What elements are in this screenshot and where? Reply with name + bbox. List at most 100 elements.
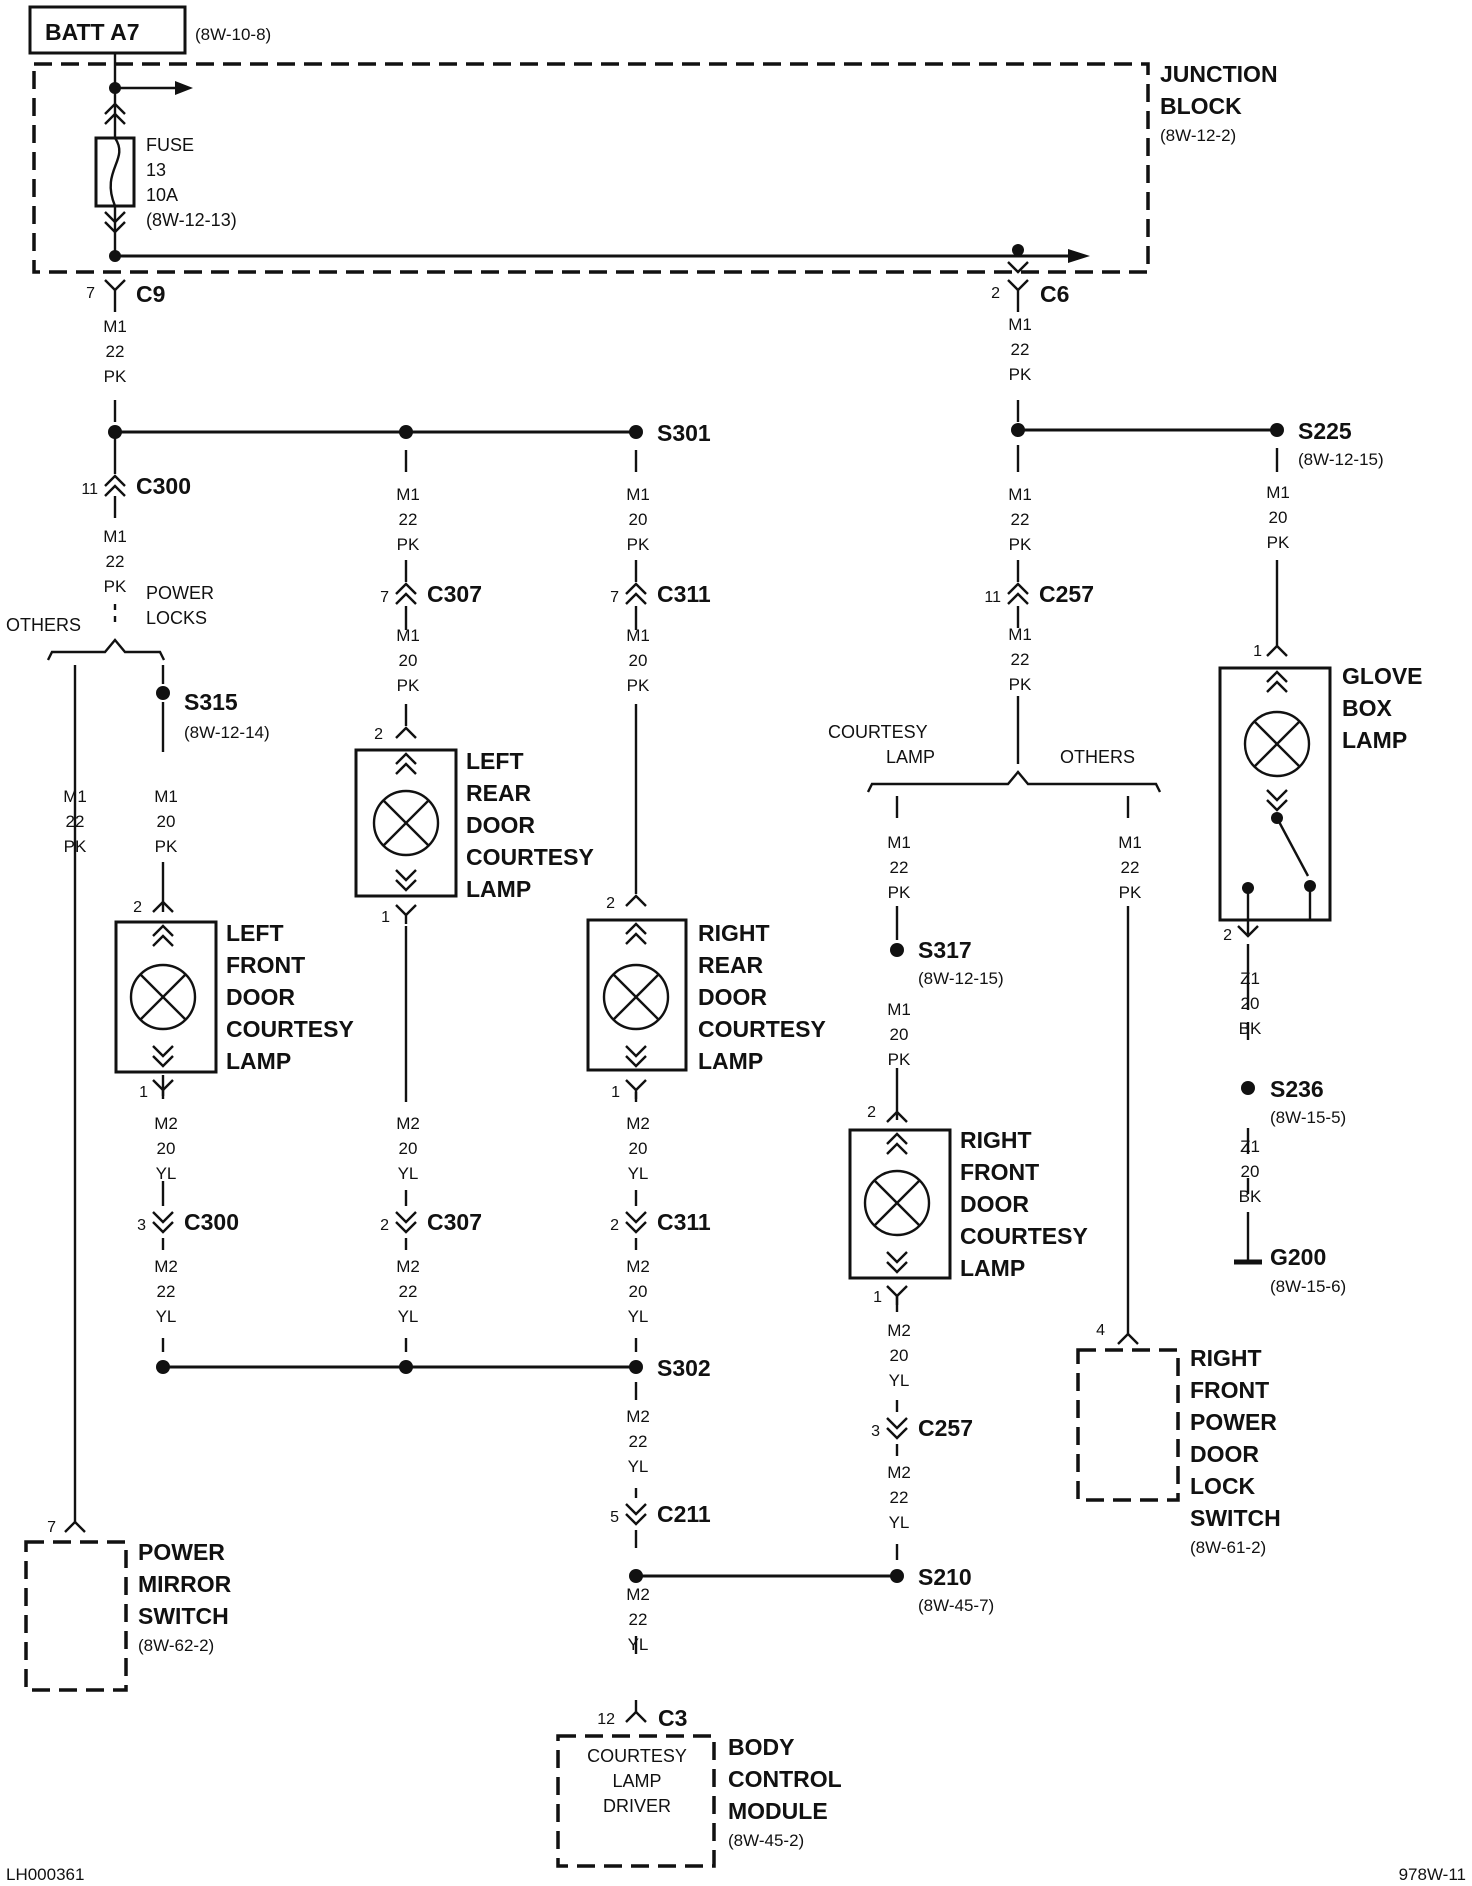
- wire-circuit: M1: [887, 1000, 911, 1019]
- c300-top-label: C300: [136, 473, 191, 499]
- s317-ref: (8W-12-15): [918, 969, 1004, 988]
- wire-circuit: M1: [1118, 833, 1142, 852]
- wire-gauge: 20: [1241, 994, 1260, 1013]
- wire-color: PK: [397, 535, 420, 554]
- wire-gauge: 22: [1121, 858, 1140, 877]
- wire-color: PK: [155, 837, 178, 856]
- lamp-label: COURTESY: [226, 1016, 354, 1042]
- left-rear-door-courtesy-lamp: 2 1 LEFT REAR DOOR COURTESY LAMP: [354, 726, 594, 926]
- component-label: MIRROR: [138, 1571, 232, 1597]
- fuse-number: 13: [146, 160, 166, 180]
- wire-color: PK: [1009, 675, 1032, 694]
- wire-gauge: 22: [66, 812, 85, 831]
- s317-label: S317: [918, 937, 972, 963]
- pin-number: 1: [381, 909, 390, 926]
- lamp-label: REAR: [698, 952, 764, 978]
- wire-gauge: 22: [1011, 650, 1030, 669]
- pin-number: 2: [133, 899, 142, 916]
- wire-gauge: 22: [399, 510, 418, 529]
- wire-color: YL: [628, 1164, 649, 1183]
- wire-circuit: M1: [1266, 483, 1290, 502]
- wire-color: YL: [628, 1457, 649, 1476]
- wire-circuit: Z1: [1240, 969, 1260, 988]
- c257-top-label: C257: [1039, 581, 1094, 607]
- component-label: POWER: [138, 1539, 225, 1565]
- wire-color: PK: [1009, 365, 1032, 384]
- s301-label: S301: [657, 420, 711, 446]
- c257-top-pin: 11: [984, 589, 1001, 606]
- wire-circuit: M1: [1008, 625, 1032, 644]
- wire-color: PK: [627, 676, 650, 695]
- lamp-label: FRONT: [226, 952, 305, 978]
- splice-dot: [890, 1569, 904, 1583]
- wire-circuit: M1: [1008, 315, 1032, 334]
- wire-circuit: M1: [1008, 485, 1032, 504]
- lamp-label: LAMP: [226, 1048, 291, 1074]
- right-rear-door-courtesy-lamp: 2 1 RIGHT REAR DOOR COURTESY LAMP: [586, 894, 826, 1101]
- wire-circuit: M2: [396, 1257, 420, 1276]
- splice-dot: [629, 1569, 643, 1583]
- wire-circuit: M2: [626, 1257, 650, 1276]
- lamp-label: LEFT: [226, 920, 284, 946]
- wire-gauge: 22: [890, 1488, 909, 1507]
- power-mirror-switch: 7 POWER MIRROR SWITCH (8W-62-2): [24, 1519, 232, 1692]
- branch-locks: LOCKS: [146, 608, 207, 628]
- wire-circuit: M2: [626, 1585, 650, 1604]
- wire-color: PK: [397, 676, 420, 695]
- batt-box: [28, 5, 187, 55]
- right-front-power-door-lock-switch: 4 RIGHT FRONT POWER DOOR LOCK SWITCH (8W…: [1076, 1322, 1281, 1557]
- pin-number: 2: [606, 895, 615, 912]
- wire-gauge: 20: [1269, 508, 1288, 527]
- pin-number: 1: [873, 1289, 882, 1306]
- wire-color: YL: [628, 1307, 649, 1326]
- wire-circuit: M2: [626, 1407, 650, 1426]
- branch-power: POWER: [146, 583, 214, 603]
- wire-circuit: M2: [396, 1114, 420, 1133]
- wire-color: PK: [627, 535, 650, 554]
- wire-gauge: 22: [1011, 340, 1030, 359]
- footer-left-code: LH000361: [6, 1865, 84, 1884]
- wire-color: YL: [889, 1513, 910, 1532]
- wire-color: PK: [104, 367, 127, 386]
- wire-color: YL: [628, 1635, 649, 1654]
- batt-ref: (8W-10-8): [195, 25, 271, 44]
- wire-gauge: 22: [1011, 510, 1030, 529]
- fuse-element-icon: [109, 137, 121, 207]
- c307-top-pin: 7: [380, 589, 389, 606]
- junction-block-outline: [32, 62, 1150, 274]
- branch-others-right: OTHERS: [1060, 747, 1135, 767]
- s210-ref: (8W-45-7): [918, 1596, 994, 1615]
- wire-gauge: 20: [629, 651, 648, 670]
- pin-number: 2: [374, 726, 383, 743]
- c257-bottom-label: C257: [918, 1415, 973, 1441]
- c300-top-pin: 11: [81, 481, 98, 498]
- c6-pin: 2: [991, 285, 1000, 302]
- splice-dot: [108, 425, 122, 439]
- pin-number: 7: [47, 1519, 56, 1536]
- module-inner-label: DRIVER: [603, 1796, 671, 1816]
- wire-color: YL: [156, 1307, 177, 1326]
- c6-label: C6: [1040, 281, 1069, 307]
- lamp-label: GLOVE: [1342, 663, 1423, 689]
- wire-gauge: 22: [890, 858, 909, 877]
- fuse-rating: 10A: [146, 185, 178, 205]
- splice-dot: [1270, 423, 1284, 437]
- c257-bottom-pin: 3: [871, 1423, 880, 1440]
- lamp-label: RIGHT: [960, 1127, 1032, 1153]
- wire-gauge: 22: [629, 1432, 648, 1451]
- wire-circuit: M2: [887, 1321, 911, 1340]
- lamp-label: LAMP: [698, 1048, 763, 1074]
- wire-circuit: M1: [396, 626, 420, 645]
- s236-label: S236: [1270, 1076, 1324, 1102]
- component-label: POWER: [1190, 1409, 1277, 1435]
- splice-dot: [1241, 1081, 1255, 1095]
- wire-gauge: 20: [629, 510, 648, 529]
- splice-dot: [399, 1360, 413, 1374]
- wire-circuit: M2: [154, 1114, 178, 1133]
- wire-circuit: M1: [887, 833, 911, 852]
- module-inner-label: COURTESY: [587, 1746, 687, 1766]
- wire-color: YL: [398, 1164, 419, 1183]
- splice-dot: [629, 425, 643, 439]
- wire-gauge: 22: [157, 1282, 176, 1301]
- component-label: SWITCH: [138, 1603, 229, 1629]
